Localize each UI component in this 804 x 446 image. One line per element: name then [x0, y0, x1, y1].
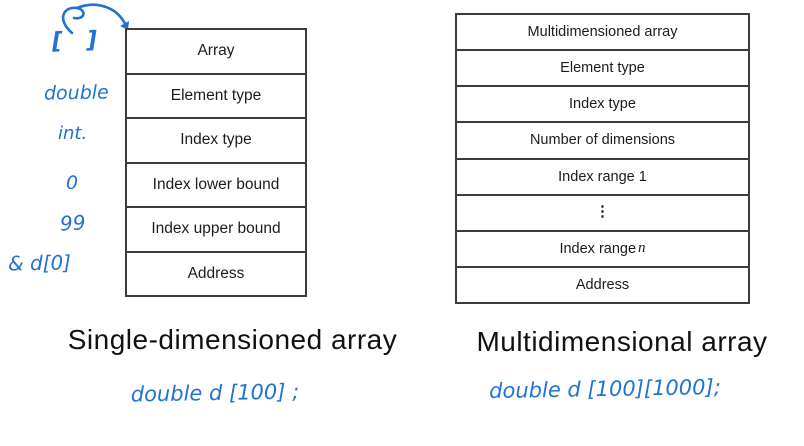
table-cell-multidim-array: Multidimensioned array [527, 24, 678, 41]
index-range-n-prefix: Index range [559, 240, 637, 257]
annotation-empty-brackets: [ ] [51, 27, 98, 55]
annotation-upper-bound: 99 [59, 210, 87, 236]
handdrawn-arrow-icon [61, 3, 129, 35]
table-cell-index-type: Index type [457, 85, 748, 121]
annotation-code-single-dim: double d [100] ; [130, 379, 300, 407]
annotation-code-multi-dim: double d [100][1000]; [488, 374, 722, 404]
annotation-lower-bound: 0 [66, 172, 79, 194]
single-dim-descriptor-table: Array Element type Index type Index lowe… [125, 28, 307, 297]
table-cell-element-type: Element type [457, 49, 748, 85]
table-cell-element-type: Element type [127, 72, 305, 118]
index-range-n-variable: n [638, 240, 646, 257]
table-cell-index-range-n: Index range n [457, 229, 748, 266]
caption-single-dimensioned: Single-dimensioned array [67, 324, 398, 355]
annotation-address: & d[0] [7, 250, 72, 276]
table-cell-array: Array [197, 42, 235, 60]
annotation-index-type: int. [58, 123, 88, 144]
table-cell-index-lower-bound: Index lower bound [127, 161, 305, 207]
table-cell-address: Address [127, 250, 305, 296]
multi-dim-descriptor-table: Multidimensioned array Element type Inde… [455, 13, 750, 304]
table-cell-ellipsis: ⋮ [457, 193, 748, 230]
table-cell-index-type: Index type [127, 117, 305, 162]
table-cell-address: Address [457, 265, 748, 302]
table-cell-number-of-dimensions: Number of dimensions [457, 121, 748, 157]
caption-multidimensional: Multidimensional array [476, 326, 768, 357]
annotation-element-type: double [43, 81, 109, 105]
table-cell-index-range-1: Index range 1 [457, 157, 748, 194]
table-cell-index-upper-bound: Index upper bound [127, 206, 305, 251]
